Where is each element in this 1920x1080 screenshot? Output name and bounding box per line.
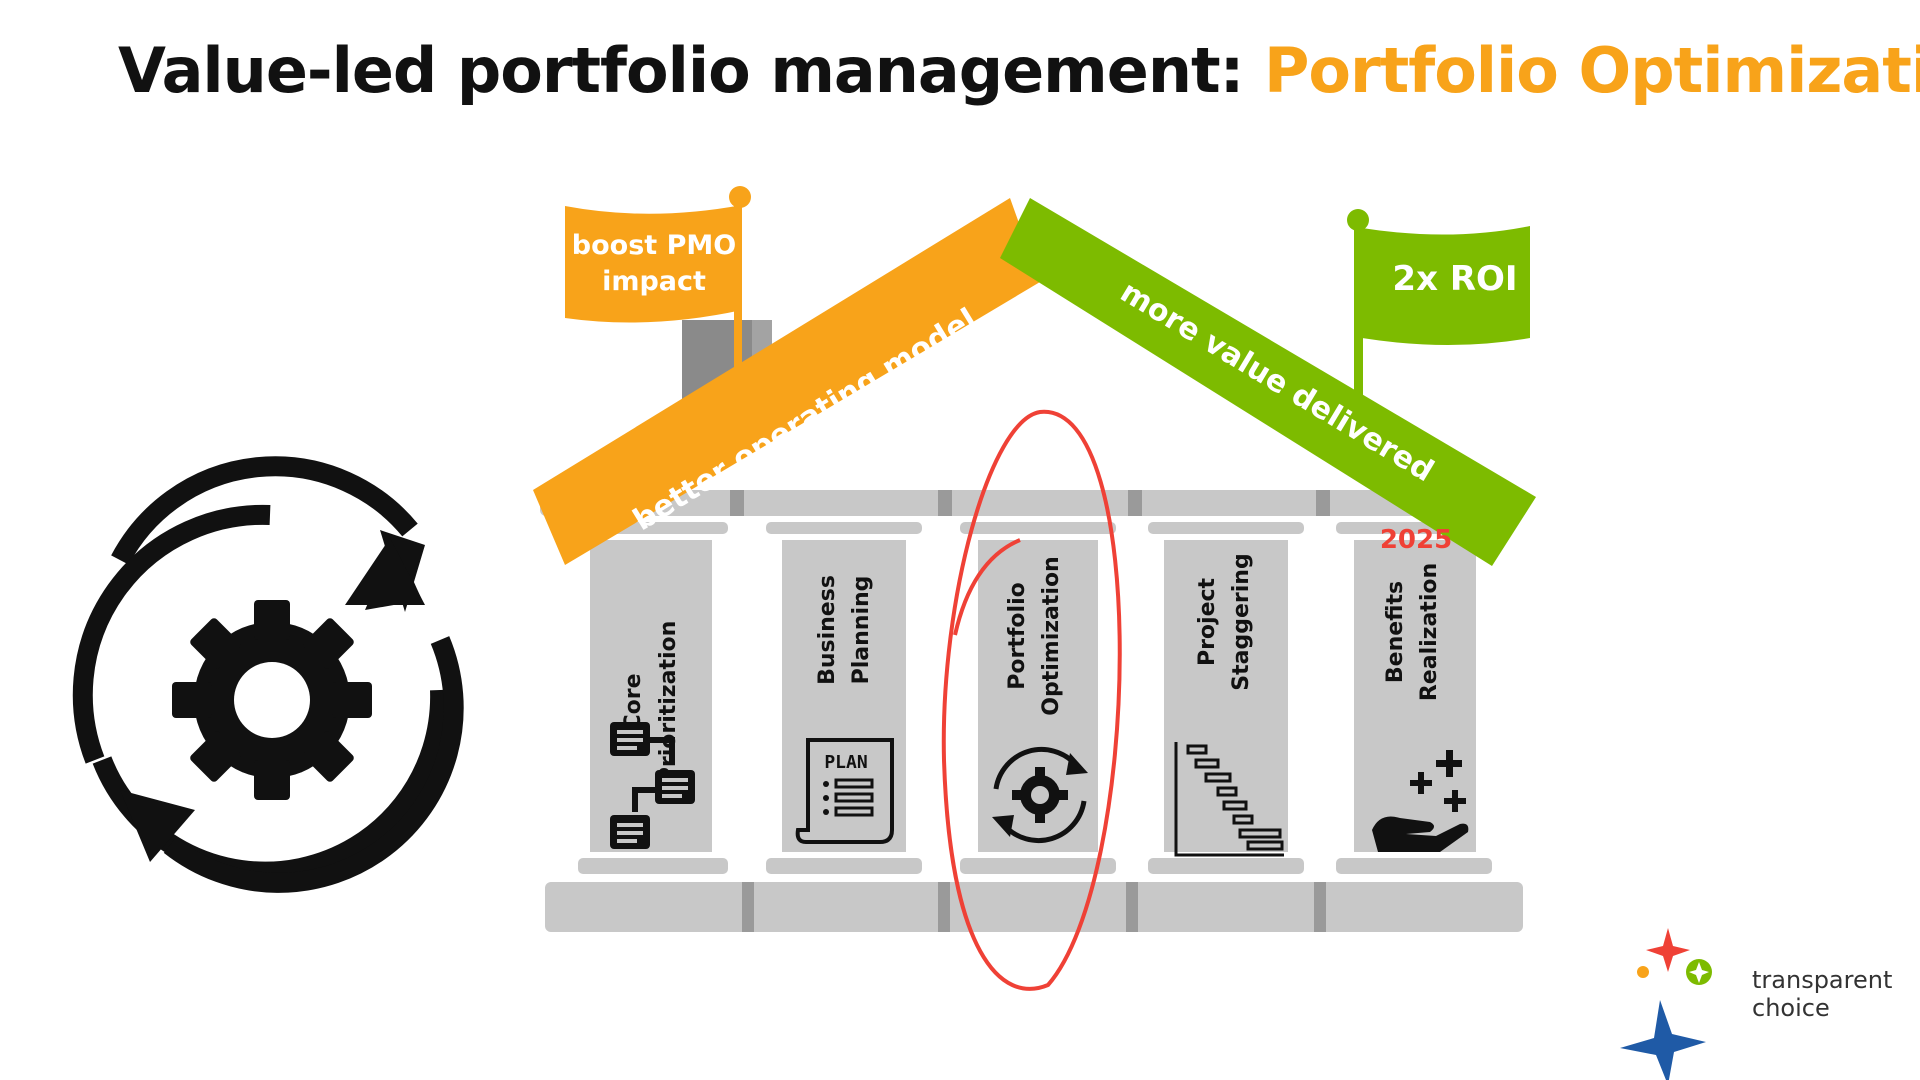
page-title: Value-led portfolio management: Portfoli… [118,34,1920,107]
pillar-3: Portfolio Optimization [960,522,1116,874]
brand-line1: transparent [1752,966,1893,994]
pillar-5-line1: Benefits [1383,581,1408,683]
left-flag-line2: impact [602,266,706,297]
gantt-chart-icon [1174,742,1284,857]
red-annotation: 2025 [941,409,1452,991]
pillar-2-line2: Planning [849,576,874,685]
hand-plus-icon [1372,750,1469,852]
brand-name: transparent choice [1752,966,1892,1022]
pillar-5-line2: Realization [1417,563,1442,701]
left-flag-line1: boost PMO [572,230,736,261]
temple-base [545,882,1523,932]
pillar-2-line1: Business [815,575,840,685]
pillar-4-line1: Project [1195,577,1220,666]
pillar-4: Project Staggering [1148,522,1304,874]
title-prefix: Value-led portfolio management: [118,34,1264,107]
plan-icon-label: PLAN [824,752,867,773]
annotation-year: 2025 [1380,525,1452,555]
pillar-3-line2: Optimization [1039,556,1064,715]
right-flag: 2x ROI [1347,209,1530,402]
gear-cycle-icon [992,746,1088,844]
pillar-1-line1: Core [621,673,646,730]
brand-line2: choice [1752,994,1830,1022]
pillar-2: Business Planning PLAN [766,522,922,874]
pillar-1-line2: Prioritization [656,621,681,784]
large-gear-cycle-icon [72,456,464,893]
pillar-1: Core Prioritization [578,522,728,874]
pillar-5: Benefits Realization [1336,522,1492,874]
right-flag-label: 2x ROI [1392,259,1517,299]
left-flag: boost PMO impact [565,186,751,380]
pillar-3-line1: Portfolio [1005,582,1030,690]
pillar-4-line2: Staggering [1229,553,1254,690]
temple-beam [540,490,1520,516]
title-highlight: Portfolio Optimization [1263,34,1920,107]
plan-document-icon: PLAN [795,738,894,844]
chat-flow-icon [610,722,695,849]
brand-logo-icon [1620,928,1712,1080]
